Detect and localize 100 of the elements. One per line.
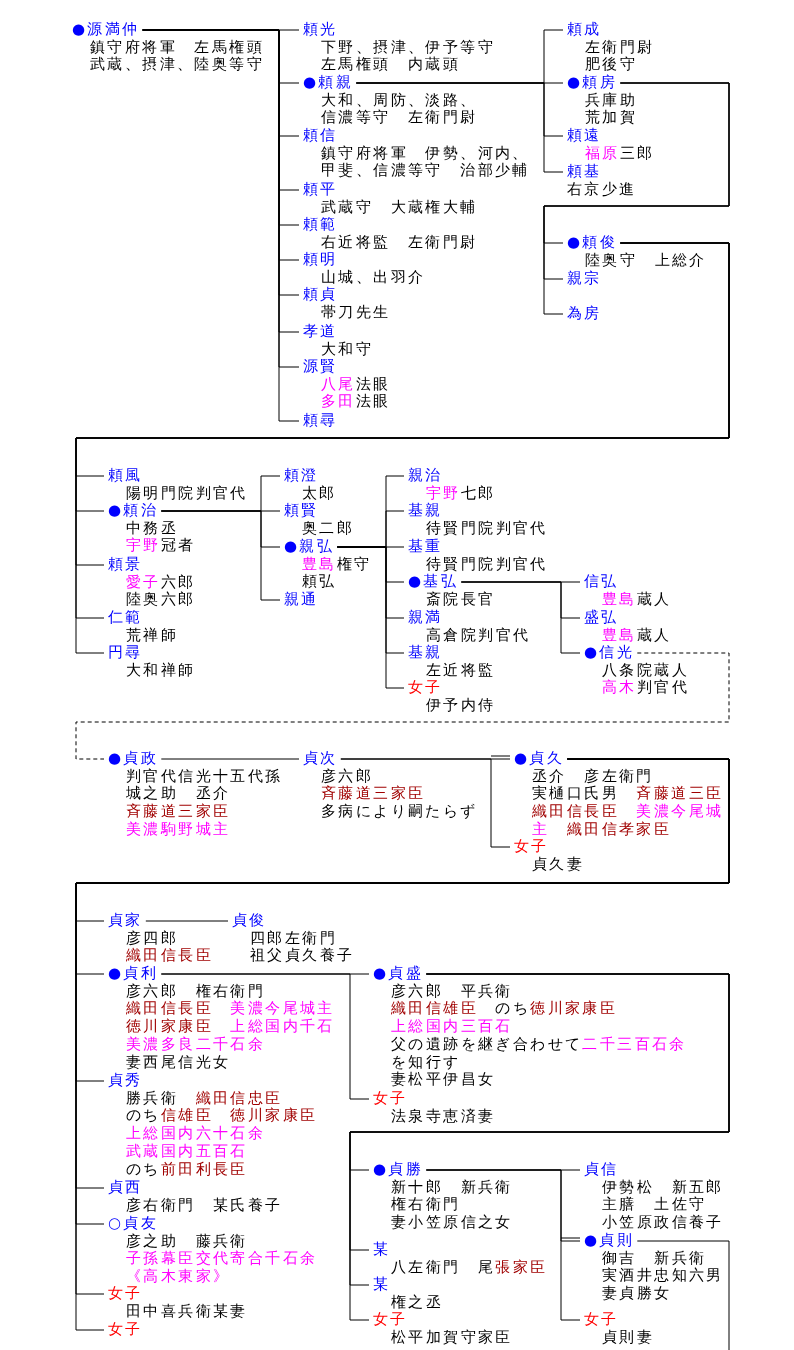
note-text: 城之助 丞介 <box>126 785 231 803</box>
note-text: 伊勢松 新五郎 <box>602 1178 724 1196</box>
person-name: 女子 <box>584 1311 619 1329</box>
person-name: 頼光 <box>303 21 338 39</box>
person-name: ●貞則 <box>584 1232 635 1250</box>
person-name: 女子 <box>108 1321 143 1339</box>
note-text: 宇野冠者 <box>126 537 196 556</box>
lineage-line <box>75 652 730 760</box>
note-text: 実酒井忠知六男 <box>602 1267 724 1285</box>
note-text: 右近将監 左衛門尉 <box>321 233 478 252</box>
person-name: 女子 <box>514 838 549 856</box>
note-text: 妻貞勝女 <box>602 1285 672 1303</box>
note-text: 中務丞 <box>126 519 179 537</box>
person-name: ●源満仲 <box>72 21 140 39</box>
note-text: 帯刀先生 <box>321 303 391 322</box>
person-name: 女子 <box>373 1090 408 1108</box>
person-name: 頼賢 <box>284 502 319 520</box>
note-text: 陽明門院判官代 <box>126 484 248 503</box>
note-text: 大和禅師 <box>126 661 196 680</box>
person-name: 貞俊 <box>232 912 267 930</box>
lineage-line <box>160 758 300 760</box>
note-text: 小笠原政信養子 <box>602 1214 724 1232</box>
note-text: 織田信長臣 <box>126 947 213 965</box>
note-text: 四郎左衛門 <box>250 929 337 947</box>
person-name: ●頼房 <box>567 74 618 92</box>
person-name: ●貞勝 <box>373 1161 424 1179</box>
person-name: 女子 <box>408 679 443 697</box>
note-text: 下野、摂津、伊予等守 <box>321 38 495 56</box>
note-text: 武蔵守 大蔵権大輔 <box>321 198 478 217</box>
lineage-line <box>425 1169 581 1321</box>
note-text: 勝兵衛 織田信忠臣 <box>126 1089 283 1107</box>
note-text: 左衛門尉 <box>585 38 655 56</box>
person-name: 貞信 <box>584 1161 619 1179</box>
note-text: 彦六郎 <box>321 767 374 785</box>
person-name: ●頼俊 <box>567 234 618 252</box>
person-name: 源賢 <box>303 358 338 376</box>
note-text: 子孫幕臣交代寄合千石余 <box>126 1250 318 1268</box>
person-name: ●貞利 <box>108 965 159 983</box>
note-text: 法泉寺恵済妻 <box>391 1107 496 1126</box>
note-text: 左馬権頭 内蔵頭 <box>321 56 461 74</box>
lineage-line <box>460 581 581 654</box>
note-text: 荒禅師 <box>126 626 179 645</box>
note-text: 斎院長官 <box>426 590 496 609</box>
note-text: 彦六郎 権右衛門 <box>126 982 266 1000</box>
note-text: 美濃駒野城主 <box>126 820 231 839</box>
note-text: 鎮守府将軍 伊勢、河内、甲斐、信濃等守 治部少輔 <box>321 144 531 181</box>
note-text: 左近将監 <box>426 661 496 680</box>
note-text: 妻松平伊昌女 <box>391 1071 496 1089</box>
person-name: 頼貞 <box>303 286 338 304</box>
person-name: ●親弘 <box>284 538 335 556</box>
note-text: 伊予内侍 <box>426 696 496 715</box>
note-text: 祖父貞久養子 <box>250 947 355 966</box>
note-text: 新十郎 新兵衛 <box>391 1178 513 1197</box>
person-name: 頼信 <box>303 127 338 145</box>
person-name: 頼範 <box>303 216 338 234</box>
note-text: 田中喜兵衛某妻 <box>126 1302 248 1321</box>
person-name: 基重 <box>408 538 443 556</box>
person-name: 女子 <box>108 1285 143 1303</box>
note-text: 豊島権守 <box>302 555 372 574</box>
note-text: 大和守 <box>321 340 374 359</box>
note-text: 《高木東家》 <box>126 1268 231 1286</box>
note-text: 奥二郎 <box>302 519 355 538</box>
note-text: 斉藤道三家臣 <box>321 785 426 803</box>
note-text: 待賢門院判官代 <box>426 555 548 573</box>
person-name: 頼平 <box>303 181 338 199</box>
note-text: 妻小笠原信之女 <box>391 1214 513 1232</box>
person-name: 某 <box>373 1276 391 1294</box>
note-text: 権右衛門 <box>391 1196 461 1214</box>
person-name: 仁範 <box>108 609 143 627</box>
person-name: ○貞友 <box>108 1215 159 1233</box>
note-text: 貞久妻 <box>532 855 585 874</box>
person-name: 頼風 <box>108 467 143 485</box>
note-text: 荒加賀 <box>585 109 638 128</box>
note-text: 宇野七郎 <box>426 484 496 502</box>
person-name: ●信光 <box>584 644 635 662</box>
person-name: 貞西 <box>108 1179 143 1197</box>
person-name: 親満 <box>408 609 443 627</box>
person-name: ●貞久 <box>514 750 565 768</box>
note-text: 上総国内六十石余 <box>126 1125 266 1143</box>
person-name: 頼基 <box>567 163 602 181</box>
note-text: 父の遺跡を継ぎ合わせて二千三百石余を知行す <box>391 1035 688 1071</box>
person-name: ●頼治 <box>108 502 159 520</box>
person-name: 貞秀 <box>108 1072 143 1090</box>
person-name: 基親 <box>408 502 443 520</box>
note-text: のち前田利長臣 <box>126 1160 248 1179</box>
note-text: 高倉院判官代 <box>426 626 531 644</box>
note-text: 八尾法眼 <box>321 375 391 393</box>
note-text: 上総国内三百石 <box>391 1018 513 1036</box>
note-text: 彦右衛門 某氏養子 <box>126 1196 283 1215</box>
person-name: 頼成 <box>567 21 602 39</box>
person-name: 円尋 <box>108 644 143 662</box>
lineage-line <box>160 973 370 1100</box>
lineage-line <box>340 758 511 848</box>
person-name: 盛弘 <box>584 609 619 627</box>
note-text: 陸奥守 上総介 <box>585 251 707 270</box>
note-text: 肥後守 <box>585 56 638 74</box>
person-name: 為房 <box>567 305 602 323</box>
person-name: 女子 <box>373 1311 408 1329</box>
person-name: 貞次 <box>303 750 338 768</box>
note-text: 陸奥六郎 <box>126 591 196 610</box>
